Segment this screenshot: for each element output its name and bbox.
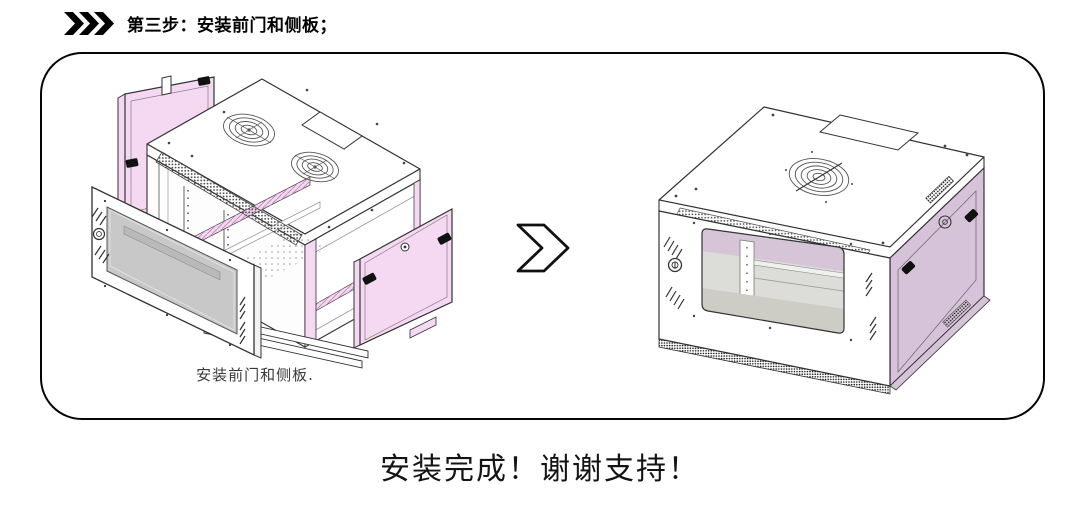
door-screws <box>103 199 232 347</box>
panel-latch <box>964 209 979 223</box>
side-lock <box>938 215 952 229</box>
screw-dots <box>167 88 406 229</box>
door-vent-slashes <box>91 207 246 345</box>
cable-cutout <box>301 111 363 150</box>
front-door <box>91 185 262 359</box>
assembled-cabinet <box>658 106 991 395</box>
hanging-bracket <box>161 75 172 96</box>
figure-panel: 安装前门和侧板. <box>40 52 1045 420</box>
panel-latch <box>125 158 139 168</box>
door-vent-slashes <box>663 236 877 341</box>
assembled-view-illustration <box>658 106 991 395</box>
side-vent-slot <box>925 175 955 204</box>
top-vent-band <box>155 151 303 246</box>
front-door <box>658 210 991 395</box>
detached-side-panel <box>353 207 453 349</box>
screw-dots <box>674 113 969 245</box>
exploded-view-caption: 安装前门和侧板. <box>196 366 314 384</box>
step-header: 第三步：安装前门和侧板； <box>64 11 337 36</box>
next-step-arrow-icon <box>516 223 570 273</box>
panel-latch <box>901 261 916 275</box>
door-screws <box>692 221 853 342</box>
exploded-view-illustration <box>91 75 453 369</box>
panel-latch <box>197 76 211 86</box>
fan-grille <box>785 151 853 203</box>
panel-latch <box>437 232 452 245</box>
base-band <box>658 338 891 395</box>
door-lock <box>92 227 106 241</box>
fan-grille <box>291 151 339 183</box>
completion-message: 安装完成！谢谢支持！ <box>380 452 700 487</box>
step-chevrons-icon <box>64 12 114 35</box>
fan-grille <box>223 113 275 147</box>
side-vent-slot <box>942 299 972 328</box>
panel-latch <box>362 272 377 285</box>
step-title: 第三步：安装前门和侧板； <box>127 16 337 36</box>
cable-cutout <box>818 114 920 151</box>
